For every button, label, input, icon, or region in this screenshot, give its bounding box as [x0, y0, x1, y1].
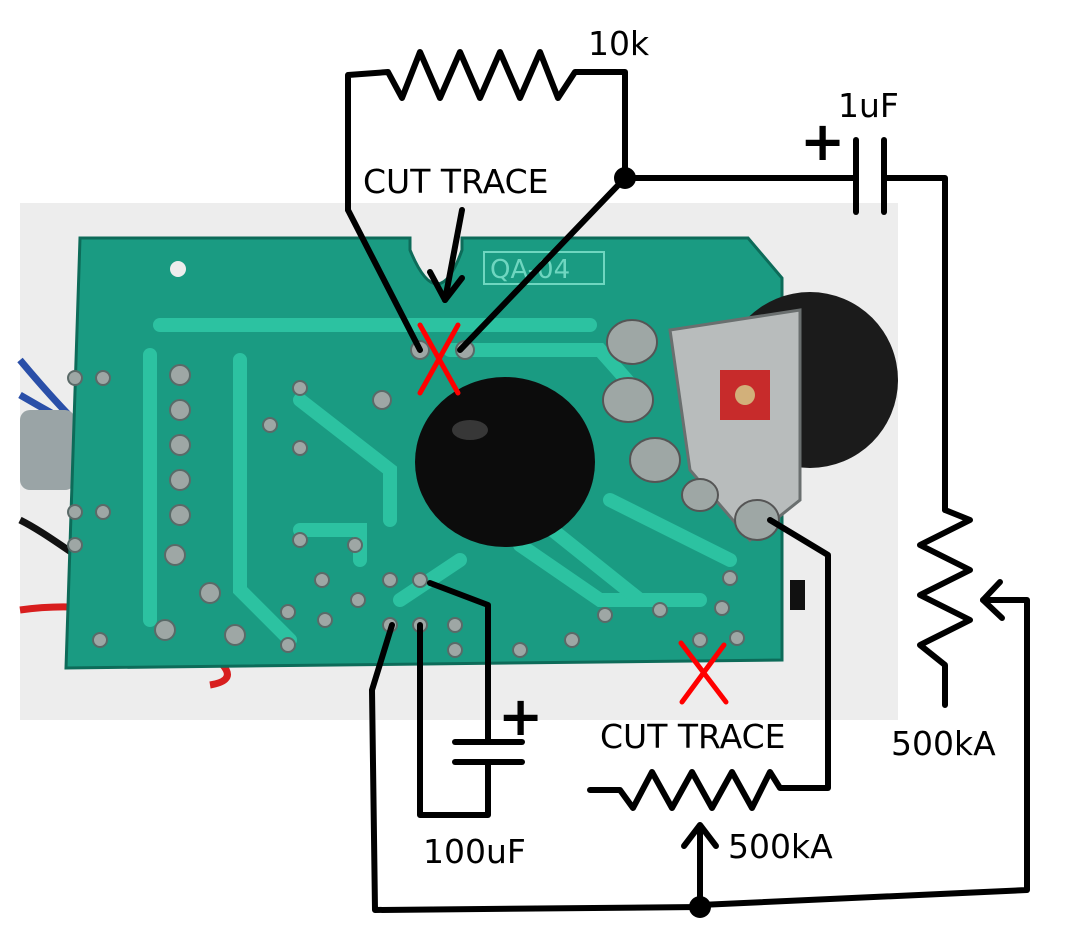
pot-right-wiper-arrow — [980, 579, 1005, 621]
pot-right-label: 500kA — [891, 724, 996, 763]
board-marking-box — [483, 251, 605, 285]
cap-100uf-plus: + — [498, 685, 543, 748]
pot-right-wiper — [697, 597, 1030, 908]
pot-bottom-wiper-arrow — [681, 822, 719, 849]
red-x-icon — [417, 322, 461, 396]
mounting-hole — [170, 261, 186, 277]
resistor-10k-label: 10k — [588, 24, 650, 63]
pot-500ka-right — [917, 507, 973, 708]
epoxy-blob — [415, 377, 595, 547]
wire-10k-to-pad — [345, 207, 423, 353]
resistor-10k — [345, 49, 628, 213]
wire-cap-100uf-return — [417, 622, 491, 818]
cut-trace-top-label: CUT TRACE — [363, 162, 548, 201]
down-arrow-head — [427, 269, 465, 303]
wire-cap-to-pot — [881, 175, 948, 513]
wire-bottom-return — [369, 622, 703, 913]
red-x-icon — [678, 640, 729, 705]
cut-trace-bottom-label: CUT TRACE — [600, 717, 785, 756]
pcb-photo: QA-04 — [17, 203, 898, 720]
cap-100uf-label: 100uF — [423, 832, 526, 871]
wire-junction-to-pad — [457, 175, 628, 353]
schematic: 10k 1uF + CUT TRACE 500kA 500kA — [345, 24, 1030, 918]
down-arrow-icon — [442, 207, 465, 303]
epoxy-highlight — [452, 420, 488, 440]
wire-pad-to-cap-100uf — [427, 580, 491, 743]
board-potentiometer — [602, 292, 898, 610]
pot-500ka-bottom — [587, 517, 831, 811]
cap-1uf-plus: + — [800, 110, 845, 173]
pot-bottom-label: 500kA — [728, 827, 833, 866]
cap-1uf-label: 1uF — [838, 86, 899, 125]
jack-connector — [20, 410, 75, 490]
